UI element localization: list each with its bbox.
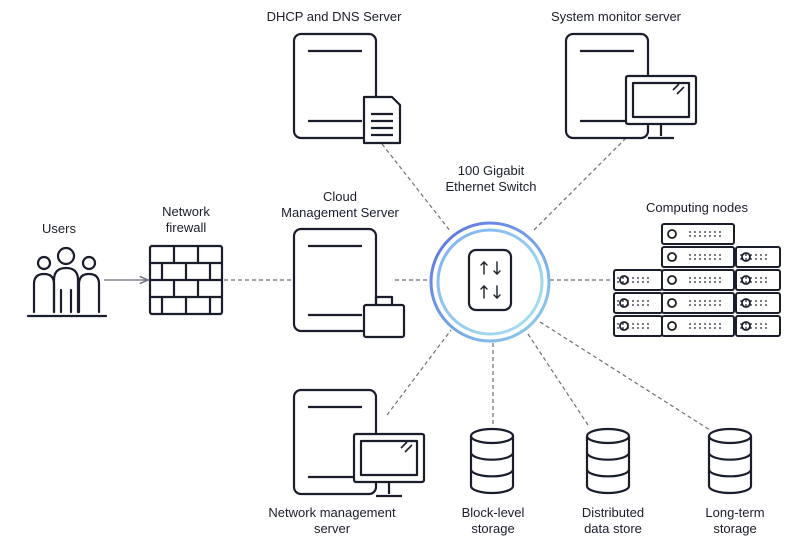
- rack-server-icon: [661, 269, 735, 291]
- label-users: Users: [42, 221, 76, 236]
- label-dhcp: DHCP and DNS Server: [266, 9, 402, 24]
- connector-distributed: [527, 333, 589, 426]
- rack-server-icon: [661, 292, 735, 314]
- rack-server-icon: [735, 269, 781, 291]
- monitor-icon: [624, 74, 698, 140]
- database-cylinder-icon: [707, 427, 753, 495]
- rack-server-icon: [735, 292, 781, 314]
- rack-server-icon: [735, 246, 781, 268]
- label-block: Block-level storage: [448, 505, 538, 537]
- label-cloud-line2: Management Server: [281, 205, 399, 220]
- block-level-storage-db: [469, 427, 515, 495]
- computing-nodes-rack: [613, 223, 781, 337]
- label-longterm-line2: storage: [713, 521, 757, 536]
- label-netmgmt: Network management server: [262, 505, 402, 537]
- brick-wall-firewall-icon: [148, 244, 224, 316]
- label-switch-line1: 100 Gigabit: [457, 163, 525, 178]
- connector-sysmon: [531, 137, 627, 233]
- label-switch: 100 Gigabit Ethernet Switch: [432, 163, 550, 195]
- label-longterm-line1: Long-term: [705, 505, 765, 520]
- rack-server-icon: [613, 315, 663, 337]
- label-distributed-line2: data store: [584, 521, 642, 536]
- cloud-management-server: [292, 227, 406, 339]
- rack-server-icon: [661, 246, 735, 268]
- label-cloud: Cloud Management Server: [270, 189, 410, 221]
- connector-longterm: [539, 321, 711, 431]
- network-management-server: [292, 388, 426, 498]
- connector-dhcp: [381, 143, 452, 233]
- database-cylinder-icon: [469, 427, 515, 495]
- rack-server-icon: [661, 315, 735, 337]
- distributed-data-store-db: [585, 427, 631, 495]
- label-netmgmt-line2: server: [313, 521, 351, 536]
- network-switch-icon: [429, 221, 551, 343]
- label-firewall: Network firewall: [150, 204, 222, 236]
- label-firewall-line2: firewall: [165, 220, 207, 235]
- server-tower-icon: [292, 227, 378, 333]
- rack-server-icon: [661, 223, 735, 245]
- dhcp-server: [292, 32, 402, 145]
- label-netmgmt-line1: Network management: [268, 505, 396, 520]
- rack-server-icon: [613, 292, 663, 314]
- label-longterm: Long-term storage: [690, 505, 780, 537]
- label-block-line1: Block-level: [461, 505, 525, 520]
- rack-server-icon: [613, 269, 663, 291]
- label-switch-line2: Ethernet Switch: [445, 179, 537, 194]
- server-tower-icon: [292, 32, 378, 140]
- long-term-storage-db: [707, 427, 753, 495]
- database-cylinder-icon: [585, 427, 631, 495]
- connectors: [224, 137, 711, 431]
- label-distributed-line1: Distributed: [581, 505, 645, 520]
- system-monitor-server: [564, 32, 698, 140]
- connector-netmgmt: [386, 329, 452, 416]
- label-cloud-line1: Cloud: [323, 189, 357, 204]
- label-distributed: Distributed data store: [568, 505, 658, 537]
- users-group-icon: [26, 246, 108, 318]
- label-sysmon: System monitor server: [550, 9, 682, 24]
- monitor-icon: [352, 432, 426, 498]
- document-icon: [362, 95, 402, 145]
- label-firewall-line1: Network: [162, 204, 210, 219]
- rack-server-icon: [735, 315, 781, 337]
- label-block-line2: storage: [471, 521, 515, 536]
- label-computing: Computing nodes: [646, 200, 748, 215]
- briefcase-icon: [362, 295, 406, 339]
